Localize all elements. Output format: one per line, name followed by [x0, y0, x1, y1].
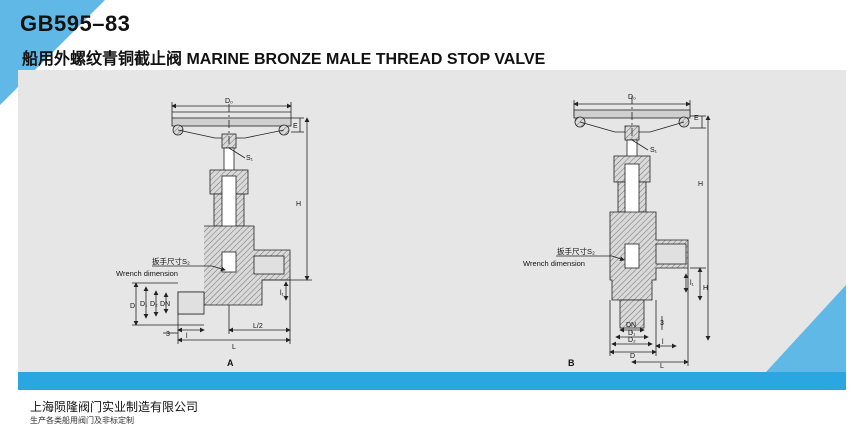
a-dim-do: D₀ [225, 98, 233, 105]
b-dim-d1: D₁ [628, 330, 636, 337]
b-dim-dn: DN [626, 322, 636, 329]
a-dim-l1v: l₁ [280, 290, 285, 297]
b-dim-s1: S₁ [650, 147, 658, 154]
b-dim-h: H [698, 181, 703, 188]
valve-b-labels: D₀ E S₁ H 扳手尺寸S₂ Wrench dimension H l₁ 3… [523, 94, 708, 370]
figure-a-caption: A [227, 358, 234, 368]
valve-b-drawing [556, 96, 711, 366]
a-dim-dn: DN [160, 301, 170, 308]
valve-a-labels: D₀ E S₁ H 扳手尺寸S₂ Wrench dimension D D₁ D… [116, 98, 301, 368]
b-dim-d2: D₂ [628, 337, 636, 344]
a-dim-e: E [293, 123, 298, 130]
b-dim-l1: l₁ [690, 280, 695, 287]
b-wrench-en: Wrench dimension [523, 259, 585, 268]
page-title: 船用外螺纹青铜截止阀 MARINE BRONZE MALE THREAD STO… [22, 51, 546, 68]
a-dim-d: D [130, 303, 135, 310]
company-name: 上海陨隆阀门实业制造有限公司 [30, 400, 199, 414]
a-dim-l: L [232, 344, 236, 351]
a-dim-l2: L/2 [253, 323, 263, 330]
a-dim-d2: D₂ [150, 301, 158, 308]
a-dim-l1: l [186, 333, 188, 340]
figure-b-caption: B [568, 358, 575, 368]
b-dim-l: l [662, 339, 664, 346]
a-wrench-en: Wrench dimension [116, 269, 178, 278]
b-dim-do: D₀ [628, 94, 636, 101]
b-wrench-cn: 扳手尺寸S₂ [557, 246, 595, 256]
a-dim-d1: D₁ [140, 301, 148, 308]
panel-corner-accent [766, 285, 846, 372]
b-dim-e: E [694, 115, 699, 122]
valve-a-drawing [132, 102, 312, 344]
a-dim-s1: S₁ [246, 155, 254, 162]
a-wrench-cn: 扳手尺寸S₂ [152, 256, 190, 266]
b-dim-d: D [630, 353, 635, 360]
b-dim-h1: H [703, 285, 708, 292]
standard-code: GB595–83 [20, 11, 131, 36]
company-slogan: 生产各类船用阀门及非标定制 [30, 416, 134, 425]
b-dim-big-l: L [660, 363, 664, 370]
footer-bar [18, 372, 846, 390]
a-dim-h: H [296, 201, 301, 208]
a-dim-3: 3 [166, 331, 170, 338]
b-dim-3: 3 [660, 320, 664, 327]
